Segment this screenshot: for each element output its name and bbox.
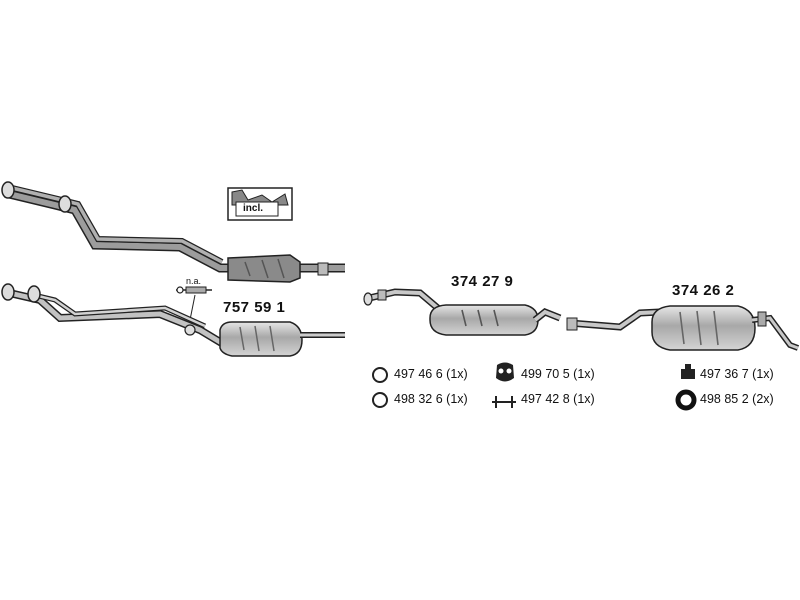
accessory-item: 497 42 8 (1x) <box>521 392 595 406</box>
catalytic-converter-assembly <box>1 283 345 357</box>
clamp-ring-icon <box>372 367 388 383</box>
included-parts-box <box>227 187 293 221</box>
rubber-hanger-icon <box>496 362 514 382</box>
bracket-clip-icon <box>492 396 516 408</box>
accessory-qty: (1x) <box>446 367 468 381</box>
sensor-not-available <box>176 286 212 321</box>
accessory-qty: (1x) <box>446 392 468 406</box>
middle-muffler <box>363 288 562 336</box>
mount-bracket-icon <box>681 364 695 379</box>
part-number-middle-muffler: 374 27 9 <box>451 273 514 290</box>
accessory-qty: (1x) <box>752 367 774 381</box>
incl-label: incl. <box>243 203 264 214</box>
clamp-ring-icon <box>372 392 388 408</box>
accessory-item: 498 85 2 (2x) <box>700 392 774 406</box>
accessory-item: 497 46 6 (1x) <box>394 367 468 381</box>
gasket-ring-icon <box>675 389 697 411</box>
accessory-qty: (2x) <box>752 392 774 406</box>
accessory-qty: (1x) <box>573 392 595 406</box>
accessory-item: 499 70 5 (1x) <box>521 367 595 381</box>
part-number-rear-muffler: 374 26 2 <box>672 282 735 299</box>
rear-muffler <box>566 305 800 351</box>
accessory-item: 497 36 7 (1x) <box>700 367 774 381</box>
na-label: n.a. <box>186 276 202 286</box>
accessory-number: 497 42 8 <box>521 392 570 406</box>
accessory-number: 497 36 7 <box>700 367 749 381</box>
accessory-number: 498 85 2 <box>700 392 749 406</box>
accessory-number: 498 32 6 <box>394 392 443 406</box>
accessory-number: 499 70 5 <box>521 367 570 381</box>
front-pipe-top <box>1 181 345 283</box>
accessory-qty: (1x) <box>573 367 595 381</box>
part-number-catalytic: 757 59 1 <box>223 299 286 316</box>
accessory-item: 498 32 6 (1x) <box>394 392 468 406</box>
accessory-number: 497 46 6 <box>394 367 443 381</box>
